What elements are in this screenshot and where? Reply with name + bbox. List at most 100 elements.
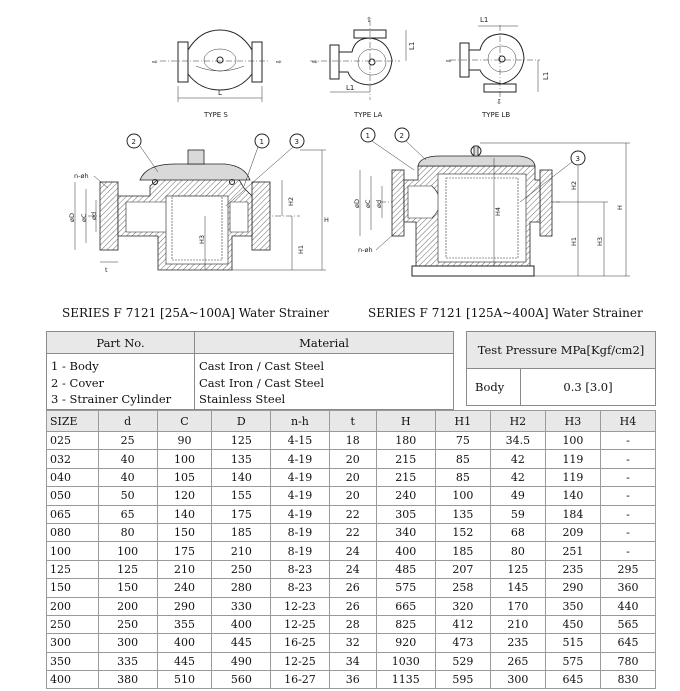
table-cell: 184 [544,504,601,524]
table-cell: 295 [599,559,657,580]
table-cell: 080 [46,522,99,543]
table-cell: 412 [434,614,491,635]
column-header-d: D [211,410,272,432]
table-cell: 250 [211,559,272,580]
table-cell: 258 [434,578,491,598]
table-cell: 125 [46,559,99,580]
table-cell: - [599,449,657,469]
svg-text:H2: H2 [287,197,295,206]
table-cell: 780 [599,651,657,672]
table-cell: 90 [156,430,213,451]
table-cell: 20 [328,486,377,506]
table-cell: 20 [328,449,377,469]
table-cell: 215 [375,449,436,469]
table-cell: 575 [375,578,436,598]
table-cell: 119 [544,449,601,469]
table-cell: 380 [97,670,158,690]
technical-drawings: L TYPE S ⇨ ⇨ L1 L1 TYPE LA ⇨ ⇧ L1 L1 TYP… [68,16,630,277]
table-cell: 125 [97,559,158,580]
column-header-h4: H4 [599,410,657,432]
table-cell: 36 [328,670,377,690]
column-header-size: SIZE [46,410,99,432]
table-cell: 360 [599,578,657,598]
table-cell: 12-23 [270,596,330,616]
table-cell: 185 [211,522,272,543]
table-cell: 80 [97,522,158,543]
header-part-no: Part No. [46,331,195,354]
table-cell: 80 [489,541,546,561]
table-cell: 250 [46,614,99,635]
caption-small-series: SERIES F 7121 [25A~100A] Water Strainer [62,306,330,320]
table-cell: 16-27 [270,670,330,690]
column-header-c: C [156,410,213,432]
table-cell: 175 [156,541,213,561]
table-cell: 485 [375,559,436,580]
table-cell: 290 [156,596,213,616]
table-cell: 065 [46,504,99,524]
table-cell: 145 [489,578,546,598]
table-cell: 280 [211,578,272,598]
table-cell: 400 [375,541,436,561]
svg-text:H1: H1 [570,237,578,246]
svg-text:H1: H1 [297,245,305,254]
table-cell: 175 [211,504,272,524]
table-cell: 65 [97,504,158,524]
svg-text:H: H [324,216,329,224]
table-cell: - [599,522,657,543]
svg-text:t: t [105,266,108,274]
table-cell: 240 [156,578,213,598]
svg-text:øD: øD [68,213,76,222]
table-cell: 490 [211,651,272,672]
table-cell: 825 [375,614,436,635]
table-cell: 40 [97,449,158,469]
table-cell: 16-25 [270,633,330,653]
table-cell: 209 [544,522,601,543]
table-cell: 645 [544,670,601,690]
svg-text:2: 2 [132,138,136,146]
table-cell: 240 [375,486,436,506]
table-cell: 473 [434,633,491,653]
table-cell: 300 [489,670,546,690]
table-cell: 25 [97,430,158,451]
table-cell: 100 [156,449,213,469]
type-lb-drawing: L1 L1 TYPE LB ⇨ ⇩ [446,16,550,119]
table-cell: 50 [97,486,158,506]
table-cell: 920 [375,633,436,653]
table-cell: 40 [97,467,158,488]
column-header-h2: H2 [489,410,546,432]
table-cell: 170 [489,596,546,616]
table-cell: 85 [434,467,491,488]
material-item: Cast Iron / Cast Steel [199,359,325,373]
table-cell: 150 [46,578,99,598]
table-cell: 445 [156,651,213,672]
test-pressure-label: Body [466,368,521,406]
svg-text:L1: L1 [408,42,416,50]
table-cell: 4-19 [270,504,330,524]
table-cell: 235 [544,559,601,580]
part-item: 3 - Strainer Cylinder [51,392,172,406]
table-cell: 24 [328,541,377,561]
svg-text:⇨: ⇨ [312,58,318,66]
table-cell: 4-19 [270,449,330,469]
dim-label-l1: L1 [346,84,354,92]
table-cell: 320 [434,596,491,616]
svg-text:⇩: ⇩ [496,98,502,106]
table-cell: 1030 [375,651,436,672]
column-header-h: H [375,410,436,432]
svg-text:øD: øD [353,199,361,208]
table-cell: 1135 [375,670,436,690]
table-cell: 4-19 [270,486,330,506]
column-header-n-h: n-h [270,410,330,432]
material-item: Stainless Steel [199,392,286,406]
svg-text:n-øh: n-øh [74,172,89,180]
table-cell: 34 [328,651,377,672]
caption-large-series: SERIES F 7121 [125A~400A] Water Strainer [368,306,643,320]
table-cell: 305 [375,504,436,524]
